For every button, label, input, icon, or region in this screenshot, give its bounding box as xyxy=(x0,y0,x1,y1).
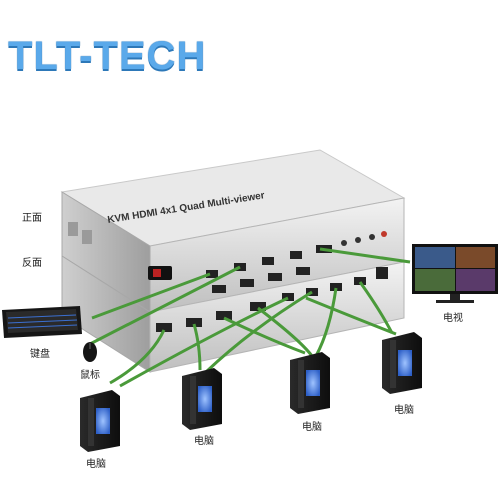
label-monitor: 电视 xyxy=(443,313,463,324)
label-pc-1: 电脑 xyxy=(86,459,106,470)
label-front: 正面 xyxy=(22,213,42,224)
pc-tower-icon xyxy=(80,390,120,452)
brand-logo: TLT-TECH xyxy=(8,34,207,78)
pc-tower-icon xyxy=(290,352,330,414)
label-pc-2: 电脑 xyxy=(194,436,214,447)
label-keyboard: 键盘 xyxy=(30,349,50,360)
label-mouse: 鼠标 xyxy=(80,370,100,381)
monitor-icon xyxy=(412,244,498,303)
keyboard-icon xyxy=(2,306,82,338)
label-pc-4: 电脑 xyxy=(394,405,414,416)
mouse-icon xyxy=(83,342,97,362)
kvm-front-unit: KVM HDMI 4x1 Quad Multi-viewer xyxy=(60,149,406,313)
label-pc-3: 电脑 xyxy=(302,422,322,433)
label-back: 反面 xyxy=(22,258,42,269)
pc-tower-icon xyxy=(182,368,222,430)
cables xyxy=(89,247,411,388)
pc-tower-icon xyxy=(382,332,422,394)
